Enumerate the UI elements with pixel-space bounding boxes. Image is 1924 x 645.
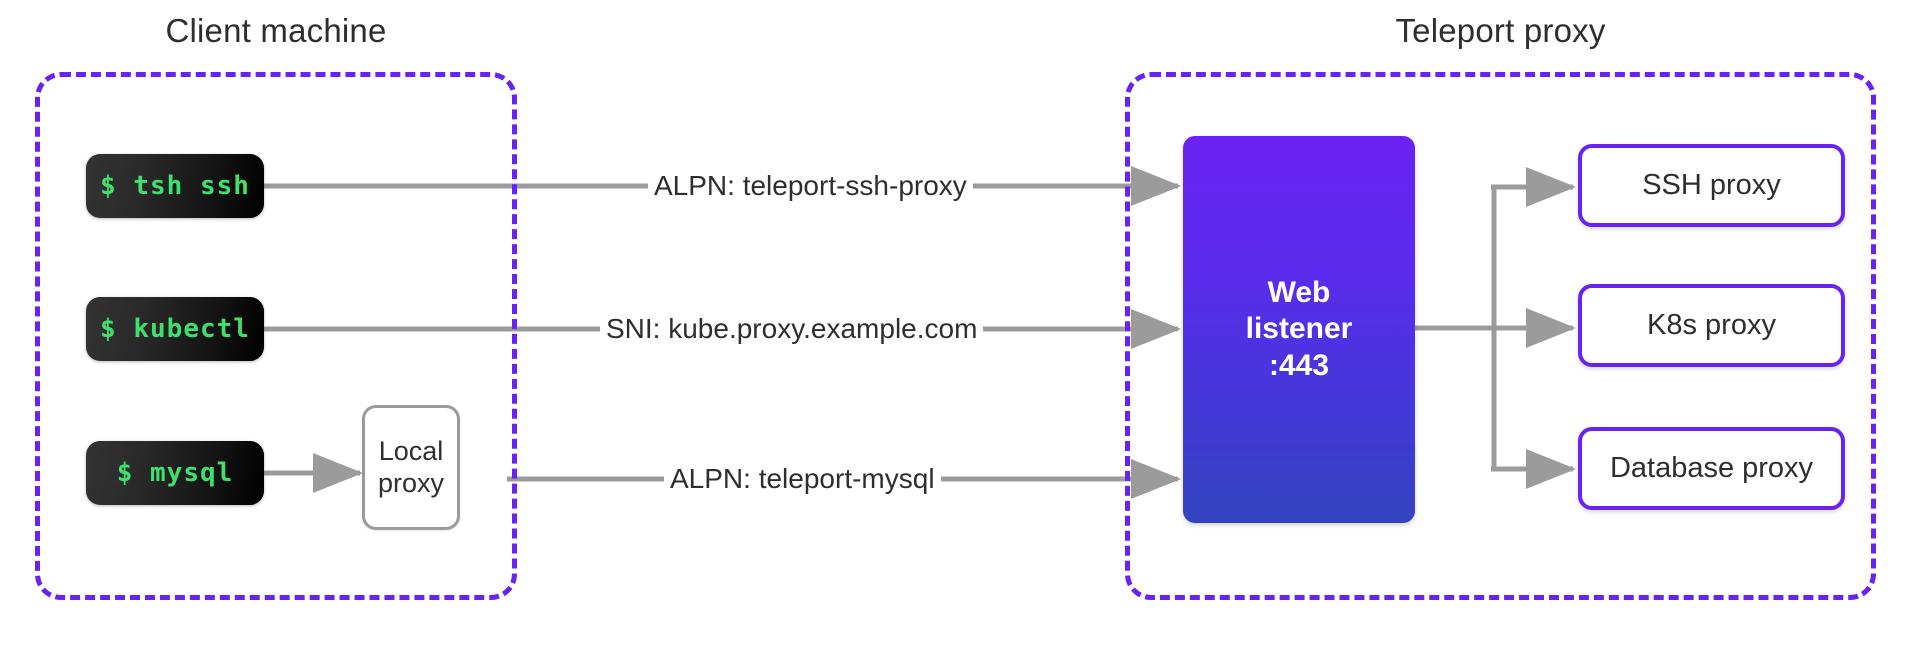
teleport-proxy-boundary [1125,72,1876,600]
edge-label-kube: SNI: kube.proxy.example.com [600,313,984,345]
terminal-mysql[interactable]: $ mysql [86,441,264,505]
teleport-proxy-title: Teleport proxy [1395,12,1606,49]
database-proxy-box[interactable]: Database proxy [1578,427,1845,510]
local-proxy-box[interactable]: Local proxy [362,405,460,530]
web-listener-box[interactable]: Web listener :443 [1183,136,1415,523]
terminal-tsh-ssh-label: $ tsh ssh [100,171,250,201]
edge-label-ssh: ALPN: teleport-ssh-proxy [648,170,973,202]
web-listener-line3: :443 [1268,348,1330,382]
ssh-proxy-label: SSH proxy [1642,169,1781,201]
web-listener-line2: listener [1245,312,1353,346]
database-proxy-label: Database proxy [1609,452,1814,484]
client-machine-boundary [35,72,517,600]
local-proxy-label-line2: proxy [377,467,445,498]
k8s-proxy-box[interactable]: K8s proxy [1578,284,1845,367]
edge-label-mysql: ALPN: teleport-mysql [664,463,941,495]
terminal-tsh-ssh[interactable]: $ tsh ssh [86,154,264,218]
client-machine-title: Client machine [165,12,387,49]
local-proxy-label-line1: Local [378,436,444,467]
terminal-kubectl[interactable]: $ kubectl [86,297,264,361]
web-listener-line1: Web [1267,275,1331,309]
terminal-mysql-label: $ mysql [116,458,234,488]
terminal-kubectl-label: $ kubectl [100,314,250,344]
k8s-proxy-label: K8s proxy [1647,309,1776,341]
ssh-proxy-box[interactable]: SSH proxy [1578,144,1845,227]
